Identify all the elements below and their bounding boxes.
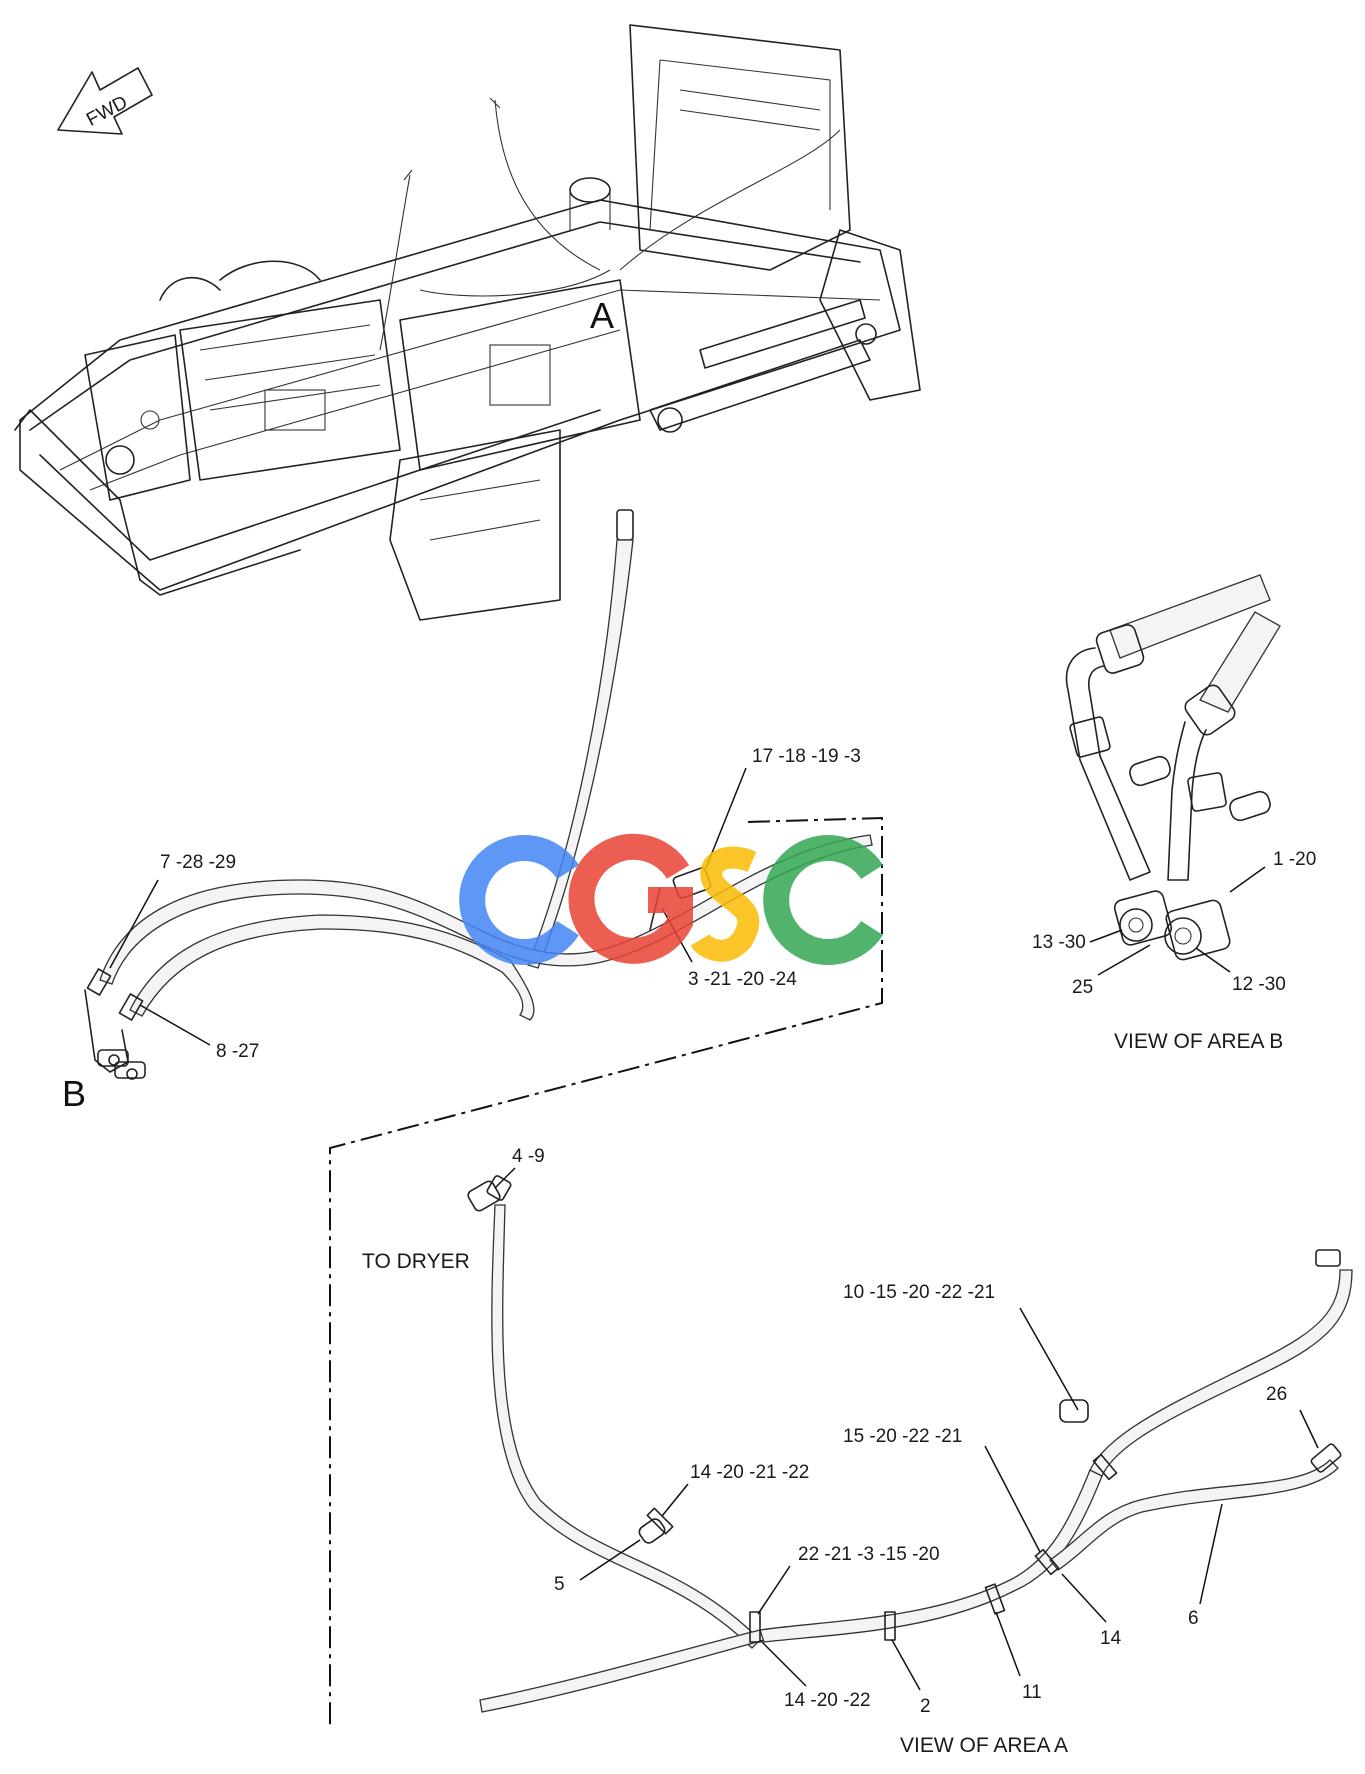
callout-17-18-19-3: 17 -18 -19 -3 xyxy=(752,746,861,767)
area-a-marker: A xyxy=(590,295,614,336)
forward-arrow-icon: FWD xyxy=(57,67,153,135)
area-a-label-22-21-3-15-20: 22 -21 -3 -15 -20 xyxy=(798,1544,940,1565)
callout-8-27: 8 -27 xyxy=(216,1041,259,1062)
area-a-label-6: 6 xyxy=(1188,1608,1199,1629)
machine-assembly-illustration xyxy=(14,24,921,621)
area-a-label-5: 5 xyxy=(554,1574,565,1595)
main-vertical-hose xyxy=(527,509,634,969)
area-a-label-10-15-20-22-21: 10 -15 -20 -22 -21 xyxy=(843,1282,995,1303)
area-b-label-1-20: 1 -20 xyxy=(1273,849,1316,870)
area-a-label-14-20-22: 14 -20 -22 xyxy=(784,1690,871,1711)
area-b-detail: 1 -20 13 -30 25 12 -30 VIEW OF AREA B xyxy=(1032,574,1316,1053)
area-b-label-12-30: 12 -30 xyxy=(1232,974,1286,995)
fwd-label: FWD xyxy=(83,92,131,131)
area-a-caption: VIEW OF AREA A xyxy=(900,1734,1068,1757)
area-b-label-13-30: 13 -30 xyxy=(1032,932,1086,953)
area-a-label-11: 11 xyxy=(1022,1682,1042,1703)
to-dryer-label: TO DRYER xyxy=(362,1250,470,1273)
area-a-detail: 4 -9 TO DRYER 10 -15 -20 -22 -21 26 15 -… xyxy=(362,1146,1353,1757)
callout-3-21-20-24: 3 -21 -20 -24 xyxy=(688,969,797,990)
area-a-label-14-20-21-22: 14 -20 -21 -22 xyxy=(690,1462,809,1483)
area-b-marker: B xyxy=(62,1073,86,1114)
callout-7-28-29: 7 -28 -29 xyxy=(160,852,236,873)
area-a-label-4-9: 4 -9 xyxy=(512,1146,545,1167)
area-a-boundary xyxy=(329,816,883,1730)
area-a-label-14: 14 xyxy=(1100,1628,1122,1649)
area-a-label-15-20-22-21: 15 -20 -22 -21 xyxy=(843,1426,962,1447)
area-a-label-26: 26 xyxy=(1266,1384,1287,1405)
area-b-label-25: 25 xyxy=(1072,977,1093,998)
cgsc-watermark-logo xyxy=(459,833,883,965)
area-a-label-2: 2 xyxy=(920,1696,931,1717)
upper-callouts: 17 -18 -19 -3 7 -28 -29 3 -21 -20 -24 8 … xyxy=(109,746,861,1062)
area-b-caption: VIEW OF AREA B xyxy=(1114,1030,1283,1053)
